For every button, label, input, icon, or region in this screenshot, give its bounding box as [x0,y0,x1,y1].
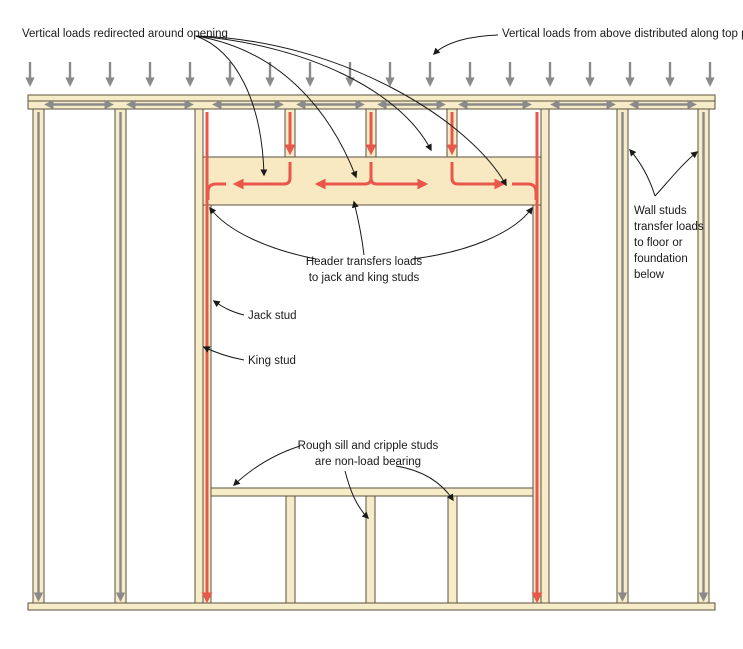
label-wall-3: to floor or [634,237,683,249]
leader-redirected-1 [195,35,268,177]
leader-header-right [411,206,533,260]
leader-king-stud [202,346,245,361]
header-red-arrow [450,162,506,190]
label-distributed: Vertical loads from above distributed al… [502,28,743,40]
leader-jack-stud [212,300,245,316]
stud-load-arrows [33,112,709,602]
leader-sill-right [395,465,454,502]
leader-header-center [351,200,365,256]
label-wall-2: transfer loads [634,221,704,233]
rough-sill [210,487,534,497]
leader-lines [195,34,699,519]
bottom-plate [27,602,716,611]
leader-redirected-3 [195,35,432,152]
leader-distributed [433,34,499,55]
label-redirected: Vertical loads redirected around opening [22,28,228,40]
label-sill-1: Rough sill and cripple studs [298,440,439,452]
leader-sill-left [232,445,301,486]
label-king-stud: King stud [248,355,296,367]
label-wall-4: foundation [634,253,688,265]
sill-cripple-stud [447,495,458,604]
header-corner-right [512,182,538,200]
header-red-arrow [232,162,292,190]
header-red-arrow [369,162,429,190]
leader-redirected-2 [195,35,358,179]
top-plate-upper [27,94,716,102]
header-corner-left [206,182,226,200]
load-arrows-above [25,62,715,87]
labels: Vertical loads redirected around opening… [22,28,743,468]
label-wall-5: below [634,269,665,281]
king-stud-left [194,108,204,604]
leader-wall-left [629,148,656,197]
sill-cripple-stud [365,495,376,604]
leader-header-left [209,206,317,260]
label-header-2: to jack and king studs [309,272,420,284]
label-header-1: Header transfers loads [306,256,423,268]
sill-cripple-stud [285,495,296,604]
label-wall-1: Wall studs [634,205,687,217]
label-jack-stud: Jack stud [248,310,297,322]
leader-sill-center [344,470,369,519]
label-sill-2: are non-load bearing [315,456,421,468]
leader-redirected-4 [195,35,507,187]
redirected-load-arrows [201,112,543,604]
king-stud-right [540,108,550,604]
leader-wall-right [654,151,699,197]
